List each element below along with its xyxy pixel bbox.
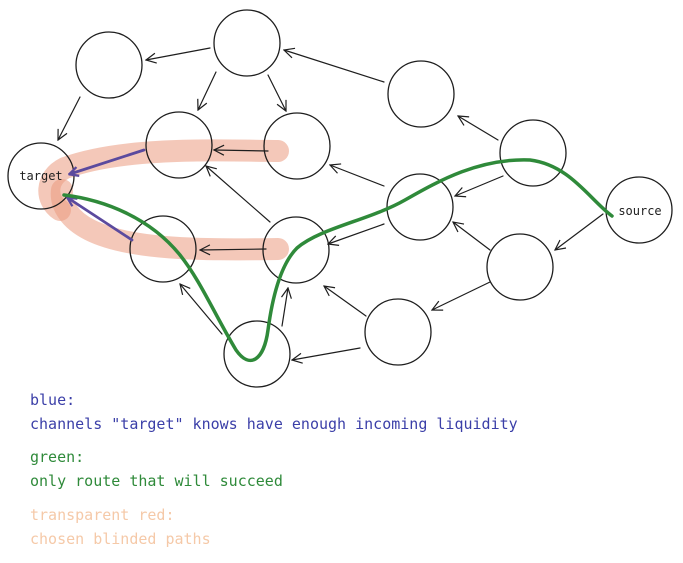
- node-right-lower: [486, 233, 554, 301]
- legend-red-text: chosen blinded paths: [30, 530, 211, 548]
- incoming-channel-upper: [70, 148, 146, 174]
- blinded-path-upper: [38, 139, 289, 221]
- legend-green-text: only route that will succeed: [30, 472, 283, 490]
- channel-arrow: [330, 165, 385, 187]
- channel-arrow: [455, 175, 504, 196]
- legend-green-title: green:: [30, 448, 85, 466]
- node-upper-mid-center: [263, 112, 331, 180]
- legend-blue-title: blue:: [30, 391, 76, 409]
- node-label-source: source: [618, 204, 661, 218]
- node-top-left: [75, 31, 143, 99]
- legend-blue-text: channels "target" knows have enough inco…: [30, 415, 518, 433]
- channel-arrow: [146, 47, 211, 60]
- channel-arrow: [282, 288, 288, 327]
- node-center: [386, 173, 454, 241]
- channel-arrow: [453, 222, 491, 251]
- node-top-right: [387, 60, 455, 128]
- channel-arrow: [284, 50, 385, 83]
- node-bottom-left: [223, 320, 291, 388]
- channel-arrow: [198, 71, 217, 110]
- channel-arrow: [180, 284, 223, 335]
- legend-red: transparent red: chosen blinded paths: [30, 503, 211, 551]
- node-top-center: [213, 9, 281, 77]
- node-right-upper: [499, 119, 567, 187]
- channel-arrow: [200, 249, 267, 250]
- successful-route: [62, 158, 614, 363]
- channel-arrow: [328, 223, 385, 244]
- node-label-target: target: [19, 169, 62, 183]
- nodes: target source: [7, 9, 673, 388]
- legend-blue: blue: channels "target" knows have enoug…: [30, 388, 518, 436]
- channel-arrow: [267, 74, 287, 111]
- node-lower-mid-center: [262, 216, 330, 284]
- channel-arrow: [555, 213, 604, 250]
- blinded-path-lower: [50, 179, 289, 261]
- channel-arrow: [292, 347, 361, 360]
- channel-arrow: [206, 166, 271, 223]
- node-lower-mid-left: [129, 215, 197, 283]
- incoming-channel-lower: [68, 198, 134, 242]
- channel-arrow: [214, 150, 269, 151]
- channel-arrow: [458, 116, 499, 141]
- legend-green: green: only route that will succeed: [30, 445, 283, 493]
- channel-arrow: [58, 96, 81, 140]
- channels: [58, 47, 604, 360]
- channel-arrow: [324, 286, 367, 317]
- node-upper-mid-left: [145, 111, 213, 179]
- legend-red-title: transparent red:: [30, 506, 175, 524]
- channel-arrow: [432, 281, 491, 310]
- node-bottom-center: [364, 298, 432, 366]
- incoming-liquidity-channels: [68, 148, 146, 242]
